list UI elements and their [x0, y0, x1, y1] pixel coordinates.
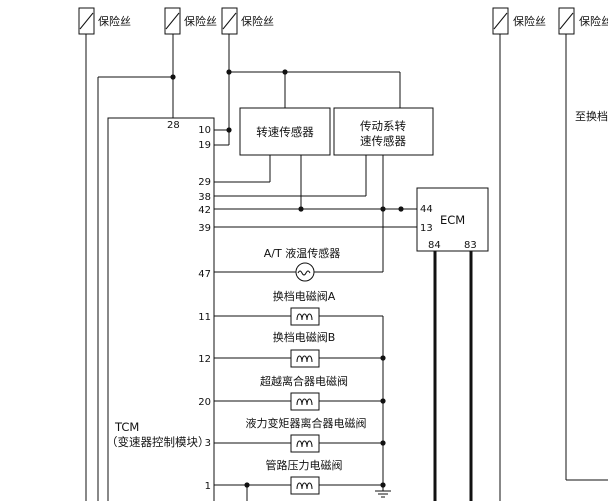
- fuse-3-label: 保险丝: [241, 14, 274, 28]
- overrun-clutch-solenoid-label: 超越离合器电磁阀: [260, 374, 348, 388]
- tcm-name: TCM: [114, 420, 139, 434]
- shift-solenoid-b-label: 换档电磁阀B: [273, 330, 336, 344]
- tcm-box: [107, 117, 215, 501]
- torque-converter-clutch-solenoid: [214, 434, 383, 453]
- ecm-output-wires: [433, 251, 473, 501]
- driveline-sensor-box: [333, 107, 434, 156]
- tcm-pin-39: 39: [198, 223, 211, 234]
- line-pressure-solenoid-label: 管路压力电磁阀: [266, 458, 343, 472]
- right-edge-label: 至换档: [575, 109, 608, 123]
- driveline-sensor-label-line2: 速传感器: [360, 134, 406, 148]
- speed-sensor-box: [239, 107, 331, 156]
- fluid-temp-sensor-label: A/T 液温传感器: [264, 246, 340, 260]
- tcm-pin-47: 47: [198, 269, 211, 280]
- fuse-5: [558, 7, 608, 481]
- tcm-pin-29: 29: [198, 177, 211, 188]
- fuse-4: [492, 7, 509, 501]
- fuse-1: [78, 7, 95, 501]
- shift-solenoid-a: [214, 307, 383, 326]
- ground-icon: [375, 490, 391, 498]
- ecm-name: ECM: [440, 213, 465, 227]
- tcm-pin-3: 3: [205, 438, 211, 449]
- driveline-sensor-label-line1: 传动系转: [360, 119, 406, 133]
- line-pressure-solenoid: [214, 476, 383, 501]
- fuse-1-label: 保险丝: [98, 14, 131, 28]
- tcm-pin-20: 20: [198, 397, 211, 408]
- ecm-pin-84: 84: [428, 240, 441, 251]
- ecm-pin-13: 13: [420, 223, 433, 234]
- shift-solenoid-b: [214, 349, 383, 368]
- ecm-pin-83: 83: [464, 240, 477, 251]
- overrun-clutch-solenoid: [214, 392, 383, 411]
- tcm-pin-10: 10: [198, 125, 211, 136]
- fuse-3: [221, 7, 238, 145]
- tcm-pin-28: 28: [167, 120, 180, 131]
- speed-sensor-wires: [214, 155, 304, 212]
- signal-lines: [214, 206, 417, 228]
- tcm-description: （变速器控制模块）: [106, 435, 210, 449]
- tcm-pin-1: 1: [205, 481, 211, 492]
- driveline-sensor-wires: [214, 155, 384, 209]
- shift-solenoid-a-label: 换档电磁阀A: [273, 289, 336, 303]
- fuse-2: [164, 7, 181, 118]
- speed-sensor-label: 转速传感器: [256, 125, 314, 139]
- ecm-box: [416, 187, 489, 252]
- torque-converter-clutch-solenoid-label: 液力变矩器离合器电磁阀: [246, 416, 367, 430]
- fluid-temp-sensor: [214, 209, 384, 282]
- tcm-pin-42: 42: [198, 205, 211, 216]
- fuse-2-label: 保险丝: [184, 14, 217, 28]
- fuse-4-label: 保险丝: [513, 14, 546, 28]
- tcm-pin-19: 19: [198, 140, 211, 151]
- tcm-pin-38: 38: [198, 192, 211, 203]
- power-feed-wires: [97, 69, 401, 501]
- fuse-5-label: 保险丝: [579, 14, 608, 28]
- tcm-pin-11: 11: [198, 312, 211, 323]
- tcm-pin-12: 12: [198, 354, 211, 365]
- ecm-pin-44: 44: [420, 204, 433, 215]
- common-return-bus: [380, 316, 386, 491]
